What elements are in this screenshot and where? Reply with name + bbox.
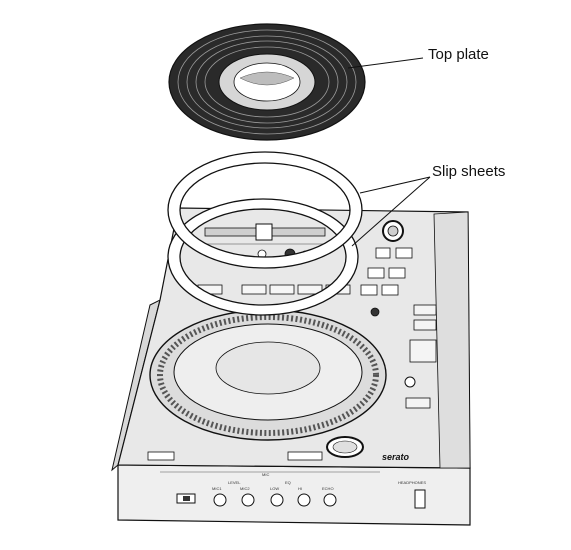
pitch-fader-knob — [255, 223, 273, 241]
top-plate-leader-line — [347, 57, 424, 69]
mic1-level-knob — [213, 493, 227, 507]
side-button — [409, 339, 437, 363]
slip-sheet-lower — [167, 198, 359, 316]
top-plate-label: Top plate — [428, 46, 489, 63]
right-button-cluster — [360, 247, 413, 296]
front-knobs — [213, 493, 337, 507]
browse-dial-center — [387, 225, 399, 237]
brand-logo: serato — [382, 452, 410, 462]
side-button — [413, 319, 437, 331]
small-button — [388, 267, 406, 279]
eq-hi-knob — [297, 493, 311, 507]
echo-label: ECHO — [322, 486, 334, 491]
device-right-edge — [433, 211, 471, 469]
record-label-mark — [239, 71, 295, 86]
side-button — [413, 304, 437, 316]
start-stop-button-inner — [332, 440, 358, 454]
side-knob — [404, 376, 416, 388]
headphone-switch — [414, 489, 426, 509]
eq-label: EQ — [285, 480, 291, 485]
low-label: LOW — [270, 486, 279, 491]
jog-wheel-dotted-ring — [157, 314, 379, 436]
record-groove — [204, 46, 330, 118]
mic1-label: MIC1 — [212, 486, 222, 491]
record-groove — [177, 29, 357, 135]
small-button — [360, 284, 378, 296]
slip-sheets-leader-line-lower — [351, 176, 431, 247]
level-label: LEVEL — [228, 480, 241, 485]
small-button — [375, 247, 391, 259]
callout-slip-sheets: Slip sheets — [351, 163, 505, 247]
small-button — [395, 247, 413, 259]
mic-label: MIC — [262, 472, 269, 477]
small-button — [381, 284, 399, 296]
slip-sheets-leader-line-upper — [359, 176, 431, 194]
slip-sheets-label: Slip sheets — [432, 163, 505, 180]
pad — [241, 284, 267, 295]
jog-wheel-center-ring — [215, 341, 321, 395]
jog-wheel — [149, 309, 387, 441]
bottom-button — [287, 451, 323, 461]
slip-sheet-upper — [167, 151, 363, 269]
side-button — [405, 397, 431, 409]
mic2-level-knob — [241, 493, 255, 507]
bottom-button — [147, 451, 175, 461]
side-panel-buttons — [405, 304, 437, 409]
pad — [269, 284, 295, 295]
small-button — [367, 267, 385, 279]
echo-knob — [323, 493, 337, 507]
top-plate-record — [168, 23, 366, 141]
front-switch-toggle — [183, 496, 190, 501]
hi-label: HI — [298, 486, 302, 491]
headphones-label: HEADPHONES — [398, 480, 426, 485]
mic2-label: MIC2 — [240, 486, 250, 491]
tempo-knob — [370, 307, 380, 317]
pad — [297, 284, 323, 295]
slip-sheets — [167, 151, 363, 316]
record-groove — [186, 35, 348, 129]
callout-top-plate: Top plate — [347, 46, 489, 69]
eq-low-knob — [270, 493, 284, 507]
dj-controller-device: serato MIC LEVEL EQ MIC1 MIC2 LOW HI ECH… — [111, 207, 471, 526]
record-groove — [195, 40, 339, 124]
